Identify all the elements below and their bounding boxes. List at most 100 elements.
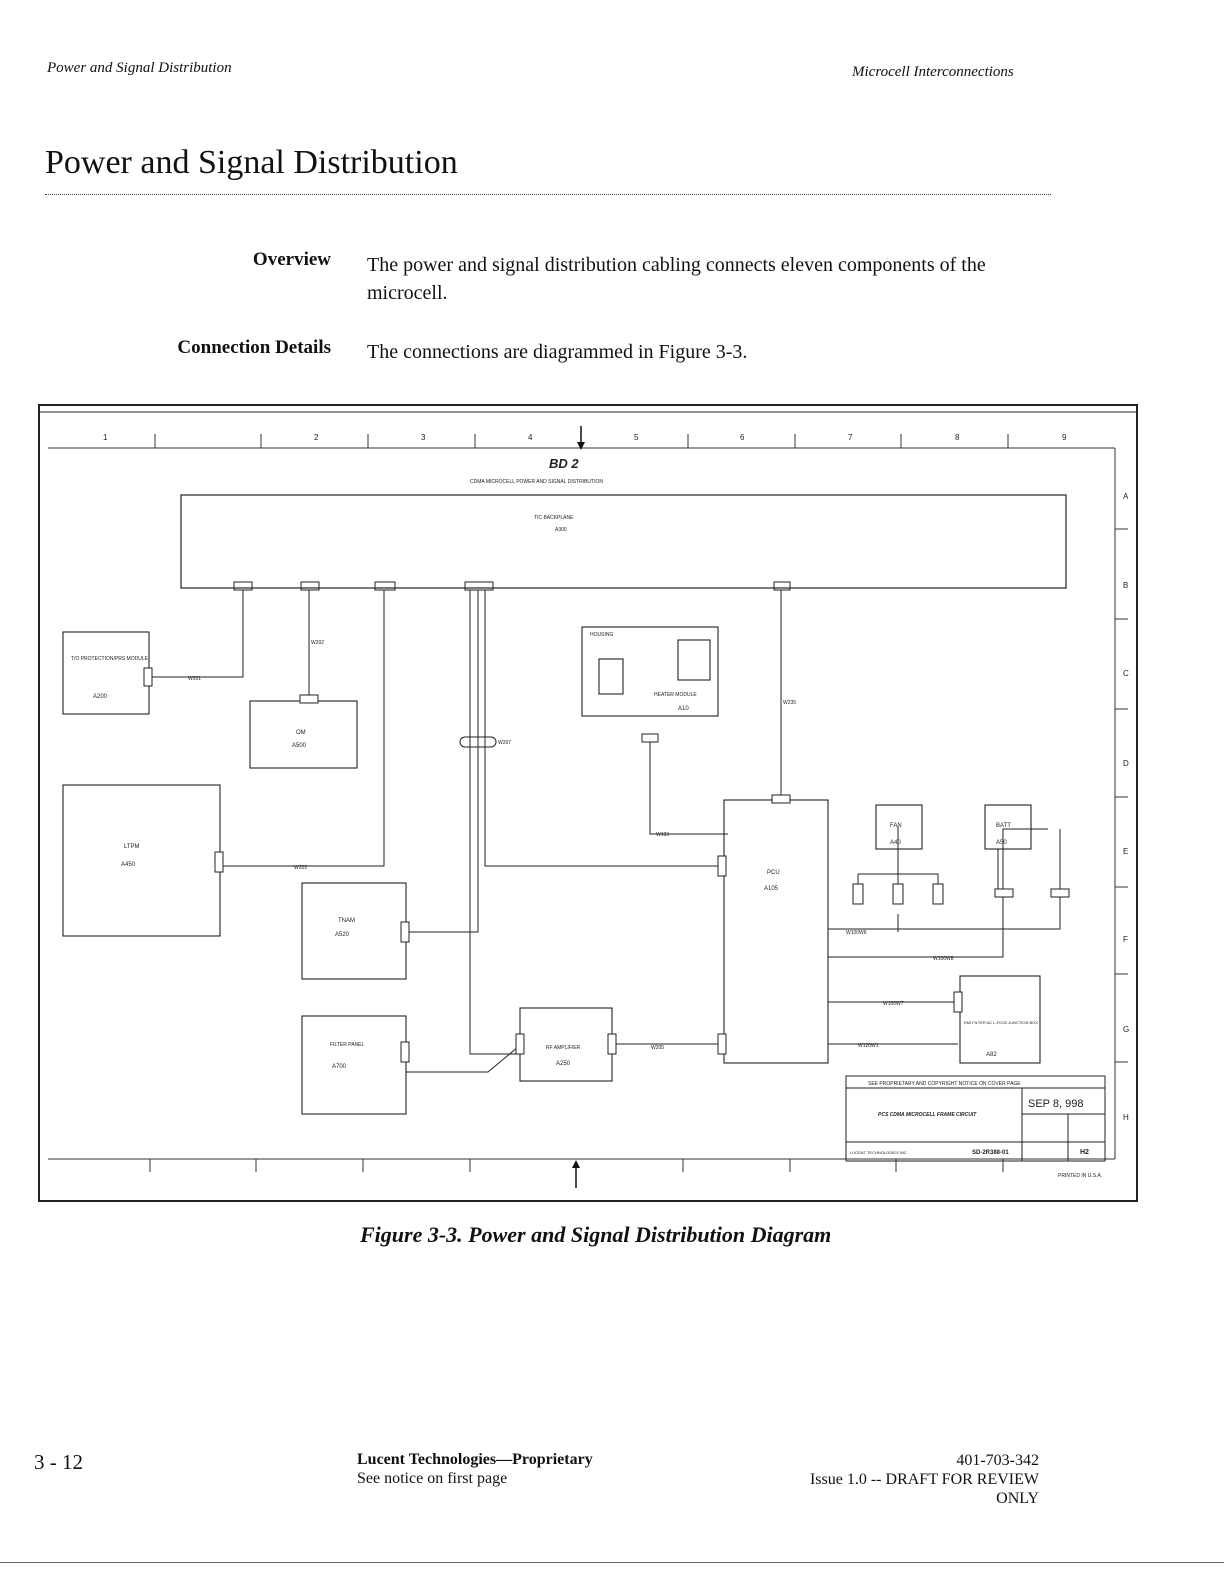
cable-bundle (459, 736, 497, 748)
footer-issue-line2: ONLY (996, 1490, 1039, 1507)
overview-label: Overview (252, 249, 331, 270)
power-signal-diagram: 1 2 3 4 5 6 7 8 9 A B C D E F G H BD 2 C… (38, 404, 1138, 1202)
title-block-drawing-number: SD-2R388-01 (972, 1150, 1009, 1156)
title-block (845, 1075, 1106, 1162)
ltpm-label: LTPM (124, 844, 140, 850)
wire-label: W203 (294, 865, 307, 871)
wire-label: W205 (651, 1045, 664, 1051)
tnam-label: TNAM (338, 918, 355, 924)
heater-sub-box (677, 639, 711, 681)
zone-letter: E (1123, 847, 1128, 856)
zone-numbers: 1 2 3 4 5 6 7 8 9 A B C D E F G H (103, 433, 1129, 1122)
page-title: Power and Signal Distribution (45, 144, 458, 181)
figure-caption: Figure 3-3. Power and Signal Distributio… (360, 1222, 832, 1247)
zone-num: 6 (740, 433, 745, 442)
zone-num: 9 (1062, 433, 1067, 442)
fan-ref: A40 (890, 840, 901, 846)
filter-panel-ref: A700 (332, 1064, 347, 1070)
tnam-box (301, 882, 407, 980)
title-divider (45, 194, 1051, 195)
diagram-frame (38, 404, 1138, 1202)
rf-amplifier-ref: A250 (556, 1061, 571, 1067)
footer-right: 401-703-342 Issue 1.0 -- DRAFT FOR REVIE… (810, 1451, 1039, 1508)
zone-num: 1 (103, 433, 108, 442)
connection-details-text: The connections are diagrammed in Figure… (367, 341, 748, 363)
batt-ref: A50 (996, 840, 1007, 846)
zone-letter: A (1123, 492, 1129, 501)
backplane-connectors (233, 581, 791, 591)
overview-text: The power and signal distribution cablin… (367, 254, 986, 304)
page-number: 3 - 12 (34, 1450, 83, 1474)
zone-ticks (149, 434, 1128, 1172)
backplane-ref: A300 (555, 527, 567, 533)
component-connectors (143, 667, 1070, 1063)
running-header-right: Microcell Interconnections (852, 64, 1014, 80)
footer-issue: Issue 1.0 -- DRAFT FOR REVIEW (809, 1471, 1039, 1488)
housing-box (581, 626, 719, 717)
housing-label: HOUSING (590, 632, 613, 638)
title-block-sheet: H2 (1080, 1149, 1089, 1156)
protection-module-box (62, 631, 150, 715)
batt-label: BATT (996, 823, 1011, 829)
fan-label: FAN (890, 823, 902, 829)
heater-label: HEATER MODULE (654, 692, 697, 698)
pcu-box (723, 799, 829, 1064)
wire-label: W235 (783, 700, 796, 706)
wire-label: W100W7 (883, 1001, 904, 1007)
footer-company: Lucent Technologies—Proprietary (357, 1451, 593, 1468)
om-ref: A500 (292, 743, 307, 749)
filter-panel-label: FILTER PANEL (330, 1042, 364, 1048)
protection-module-label: T/O PROTECTION/PRS MODULE (71, 656, 149, 662)
protection-module-ref: A200 (93, 694, 108, 700)
heater-ref: A10 (678, 706, 689, 712)
bottom-edge-rule (0, 1562, 1224, 1563)
footer-center: Lucent Technologies—Proprietary See noti… (357, 1450, 593, 1488)
wire-label: W100W8 (933, 956, 954, 962)
wire-label: W100W6 (846, 930, 867, 936)
junction-box (959, 975, 1041, 1064)
heater-element-box (598, 658, 624, 695)
sheet-title: BD 2 (549, 456, 579, 471)
footer-notice: See notice on first page (357, 1470, 508, 1487)
wire-label: W202 (311, 640, 324, 646)
fan-box (875, 804, 923, 850)
zone-letter: G (1123, 1025, 1129, 1034)
zone-num: 7 (848, 433, 853, 442)
running-header-left: Power and Signal Distribution (47, 60, 232, 76)
title-block-notice: SEE PROPRIETARY AND COPYRIGHT NOTICE ON … (868, 1081, 1021, 1087)
footer-doc-number: 401-703-342 (956, 1452, 1039, 1469)
om-label: OM (296, 730, 306, 736)
wire-label: W120W1 (858, 1043, 879, 1049)
zone-num: 5 (634, 433, 639, 442)
zone-letter: H (1123, 1113, 1129, 1122)
backplane-box (180, 494, 1067, 589)
pcu-ref: A105 (764, 886, 779, 892)
rf-amplifier-label: RF AMPLIFIER (546, 1045, 581, 1051)
zone-letter: C (1123, 669, 1129, 678)
title-block-printed: PRINTED IN U.S.A. (1058, 1173, 1102, 1179)
zone-num: 3 (421, 433, 426, 442)
ltpm-box (62, 784, 221, 937)
zone-num: 4 (528, 433, 533, 442)
wire-label: W207 (498, 740, 511, 746)
filter-panel-box (301, 1015, 407, 1115)
wire-label: W103 (656, 832, 669, 838)
zone-num: 8 (955, 433, 960, 442)
sheet-subtitle: CDMA MICROCELL POWER AND SIGNAL DISTRIBU… (470, 479, 603, 485)
junction-label: EMI FILTER AC L-F/220 JUNCTION BOX (964, 1020, 1038, 1025)
connection-details-label: Connection Details (177, 337, 331, 358)
batt-box (984, 804, 1032, 850)
backplane-label: TIC BACKPLANE (534, 515, 574, 521)
title-block-date: SEP 8, 998 (1028, 1098, 1083, 1110)
junction-ref: A82 (986, 1052, 997, 1058)
zone-letter: B (1123, 581, 1128, 590)
wire-label: W201 (188, 676, 201, 682)
title-block-drawing-title: PCS CDMA MICROCELL FRAME CIRCUIT (878, 1112, 977, 1118)
ltpm-ref: A450 (121, 862, 136, 868)
tnam-ref: A520 (335, 932, 350, 938)
zone-letter: D (1123, 759, 1129, 768)
pcu-label: PCU (767, 870, 780, 876)
title-block-company: LUCENT TECHNOLOGIES INC (850, 1150, 907, 1155)
zone-num: 2 (314, 433, 319, 442)
zone-letter: F (1123, 935, 1128, 944)
